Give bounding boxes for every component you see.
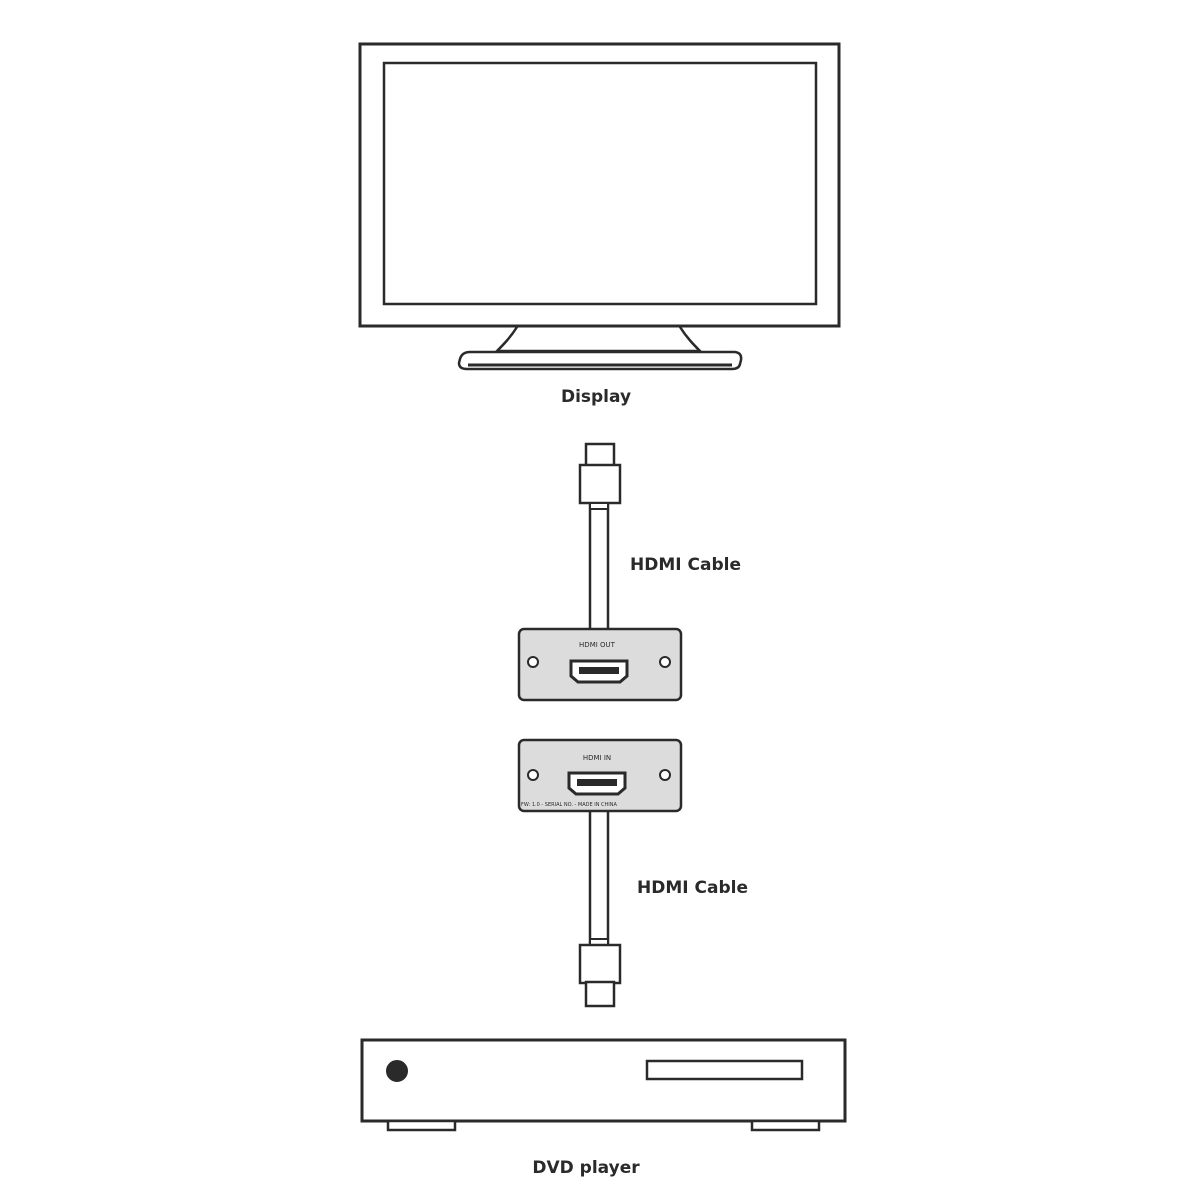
dvd-player-label: DVD player <box>532 1158 640 1178</box>
panel-screw-right <box>659 656 671 668</box>
dvd-foot-right <box>750 1119 821 1132</box>
hdmi-cable-bottom <box>578 812 622 1008</box>
hdmi-in-fine-print: FW: 1.0 - SERIAL NO. - MADE IN CHINA <box>521 802 617 808</box>
panel-screw-right <box>659 769 671 781</box>
hdmi-connector-body-top <box>578 463 622 505</box>
hdmi-cable-bottom-label: HDMI Cable <box>637 878 748 898</box>
dvd-power-button <box>386 1060 408 1082</box>
hdmi-connector-tip-top <box>584 442 616 468</box>
monitor-screen <box>382 61 818 306</box>
panel-screw-left <box>527 656 539 668</box>
dvd-player-body <box>360 1038 847 1123</box>
dvd-player <box>360 1038 847 1132</box>
hdmi-connector-body-bottom <box>578 943 622 985</box>
hdmi-in-port-label: HDMI IN <box>583 754 611 762</box>
hdmi-cable-wire-bottom <box>588 812 610 945</box>
hdmi-cable-top-label: HDMI Cable <box>630 555 741 575</box>
panel-screw-left <box>527 769 539 781</box>
dvd-disc-slot <box>645 1059 804 1081</box>
hdmi-out-panel <box>517 627 683 702</box>
hdmi-connector-tip-bottom <box>584 980 616 1008</box>
display-monitor <box>358 42 841 371</box>
dvd-foot-left <box>386 1119 457 1132</box>
hdmi-out-port-label: HDMI OUT <box>579 641 616 649</box>
display-label: Display <box>561 387 631 407</box>
hdmi-cable-wire-top <box>588 503 610 630</box>
monitor-stand-base <box>457 350 743 371</box>
monitor-stand-neck <box>493 326 704 353</box>
hdmi-cable-top <box>578 442 622 630</box>
hdmi-in-panel <box>517 738 683 813</box>
